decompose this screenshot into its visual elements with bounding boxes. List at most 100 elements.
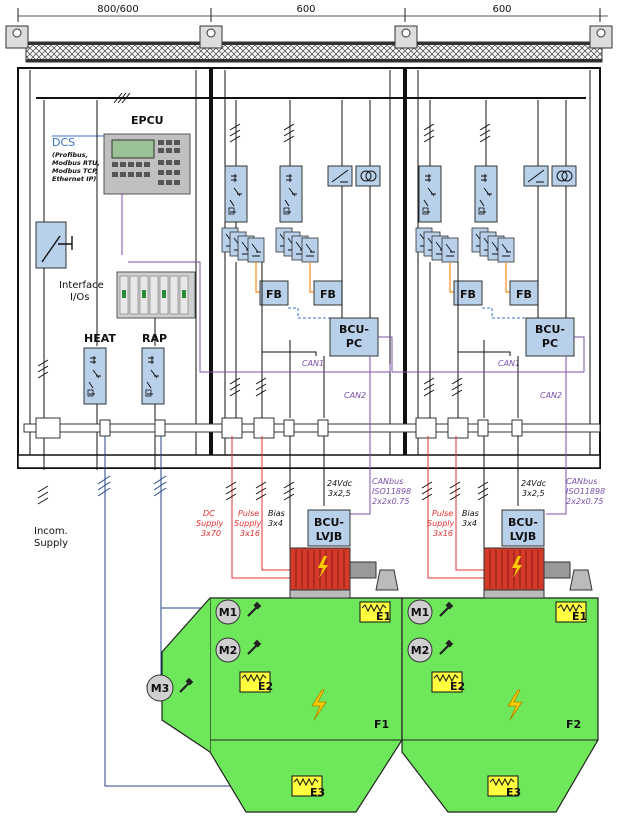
bias-label-2: 3x4 — [462, 519, 477, 528]
interface-label-2: I/Os — [70, 292, 89, 303]
motor-m2-f2: M2 — [407, 637, 455, 663]
bias-label: Bias — [268, 509, 285, 518]
v24-label-2: 3x2,5 — [522, 489, 545, 498]
epcu-title: EPCU — [131, 114, 164, 127]
precipitator-field: F1 F2 — [161, 597, 599, 813]
bcu-pc-label-2: PC — [346, 337, 362, 350]
bcu-pc-label: BCU- — [339, 323, 369, 336]
motor-m1-f2: M1 — [407, 599, 455, 625]
pulse-supply-label-3: 3x16 — [240, 529, 260, 538]
cabinet-outline — [17, 67, 601, 469]
pulse-supply-label: Pulse — [432, 509, 453, 518]
fb-label: FB — [320, 288, 336, 301]
canbus-label-2: ISO11898 — [566, 487, 605, 496]
bias-label-2: 3x4 — [268, 519, 283, 528]
lifting-hook-icon — [199, 25, 223, 49]
dcs-protocol-2: Modbus RTU, — [52, 159, 100, 167]
heater-e1-f2: E1 — [555, 601, 587, 623]
dcs-label: DCS — [52, 136, 75, 149]
main-switch — [35, 100, 73, 470]
bias-label: Bias — [462, 509, 479, 518]
dcs-protocol-1: (Profibus, — [52, 151, 88, 159]
e3-label: E3 — [506, 786, 521, 799]
incomer-label: Incom. — [34, 526, 68, 537]
heater-e1-f1: E1 — [359, 601, 391, 623]
motor-m1-f1: M1 — [215, 599, 263, 625]
e2-label: E2 — [450, 680, 465, 693]
interface-label: Interface — [59, 280, 104, 291]
heater-e2-f1: E2 — [239, 671, 273, 693]
bcu-pc-label: BCU- — [535, 323, 565, 336]
e1-label: E1 — [376, 610, 391, 623]
e1-label: E1 — [572, 610, 587, 623]
bcu-lvjb-label-2: LVJB — [510, 530, 537, 543]
v24-label-2: 3x2,5 — [328, 489, 351, 498]
lightning-icon — [507, 689, 523, 721]
f2-label: F2 — [566, 718, 581, 731]
m2-label: M2 — [411, 644, 430, 657]
v24-label: 24Vdc — [521, 479, 547, 488]
interface-io-modules — [116, 271, 196, 319]
m3-label: M3 — [151, 682, 170, 695]
incomer-label-2: Supply — [34, 538, 68, 549]
power-cables-left: DC Supply 3x70 Pulse Supply 3x16 Bias 3x… — [196, 436, 411, 579]
m1-label: M1 — [411, 606, 430, 619]
can1-bus — [200, 336, 585, 373]
heat-starter — [83, 100, 107, 470]
motor-m2-f1: M2 — [215, 637, 263, 663]
lightning-icon — [311, 689, 327, 721]
lifting-hook-icon — [5, 25, 29, 49]
pulse-supply-label-2: Supply — [427, 519, 455, 528]
disconnect-switch-icon — [41, 235, 73, 263]
heater-e3-f2: E3 — [487, 775, 521, 799]
bcu-lvjb-label-2: LVJB — [316, 530, 343, 543]
lightning-icon — [318, 556, 328, 578]
dcs-protocol-4: Ethernet IP) — [52, 175, 96, 183]
m1-label: M1 — [219, 606, 238, 619]
dc-supply-label: DC — [203, 509, 215, 518]
pulse-supply-label-3: 3x16 — [433, 529, 453, 538]
lifting-hook-icon — [589, 25, 613, 49]
rap-starter — [141, 318, 165, 470]
dimension-row: 800/600 600 600 — [17, 4, 608, 22]
bcu-pc-label-2: PC — [542, 337, 558, 350]
power-cabinet-1: FB FB BCU- PC CAN1 CAN2 — [221, 100, 381, 470]
fb-label: FB — [266, 288, 282, 301]
transformer-rectifier: BCU- LVJB — [483, 509, 593, 599]
e2-label: E2 — [258, 680, 273, 693]
canbus-label-2: ISO11898 — [372, 487, 411, 496]
bcu-lvjb-label: BCU- — [314, 516, 344, 529]
lifting-bar — [5, 25, 613, 63]
can1-label: CAN1 — [498, 359, 520, 368]
pulse-supply-label-2: Supply — [234, 519, 262, 528]
fb-label: FB — [516, 288, 532, 301]
canbus-label: CANbus — [372, 477, 403, 486]
canbus-label-3: 2x2x0.75 — [566, 497, 603, 506]
bcu-lvjb-label: BCU- — [508, 516, 538, 529]
pulse-supply-label: Pulse — [238, 509, 259, 518]
transformer-rectifier: BCU- LVJB — [289, 509, 399, 599]
lifting-hook-icon — [394, 25, 418, 49]
can2-label: CAN2 — [540, 391, 562, 400]
can1-label: CAN1 — [302, 359, 324, 368]
f1-label: F1 — [374, 718, 389, 731]
v24-label: 24Vdc — [327, 479, 353, 488]
power-cabinet-2: FB FB BCU- PC CAN1 CAN2 — [415, 100, 577, 470]
lightning-icon — [512, 556, 522, 578]
dimension-label-2: 600 — [296, 4, 315, 15]
m2-label: M2 — [219, 644, 238, 657]
fb-label: FB — [460, 288, 476, 301]
canbus-label: CANbus — [566, 477, 597, 486]
heat-label: HEAT — [84, 332, 116, 345]
dcs-protocol-3: Modbus TCP, — [52, 167, 98, 175]
dc-supply-label-2: Supply — [196, 519, 224, 528]
motor-m3: M3 — [146, 674, 195, 702]
terminal-rail — [23, 417, 601, 439]
power-cables-right: Pulse Supply 3x16 Bias 3x4 24Vdc 3x2,5 C… — [421, 436, 605, 579]
dc-supply-label-3: 3x70 — [201, 529, 221, 538]
can2-label: CAN2 — [344, 391, 366, 400]
e3-label: E3 — [310, 786, 325, 799]
dimension-label-3: 600 — [492, 4, 511, 15]
heater-e3-f1: E3 — [291, 775, 325, 799]
